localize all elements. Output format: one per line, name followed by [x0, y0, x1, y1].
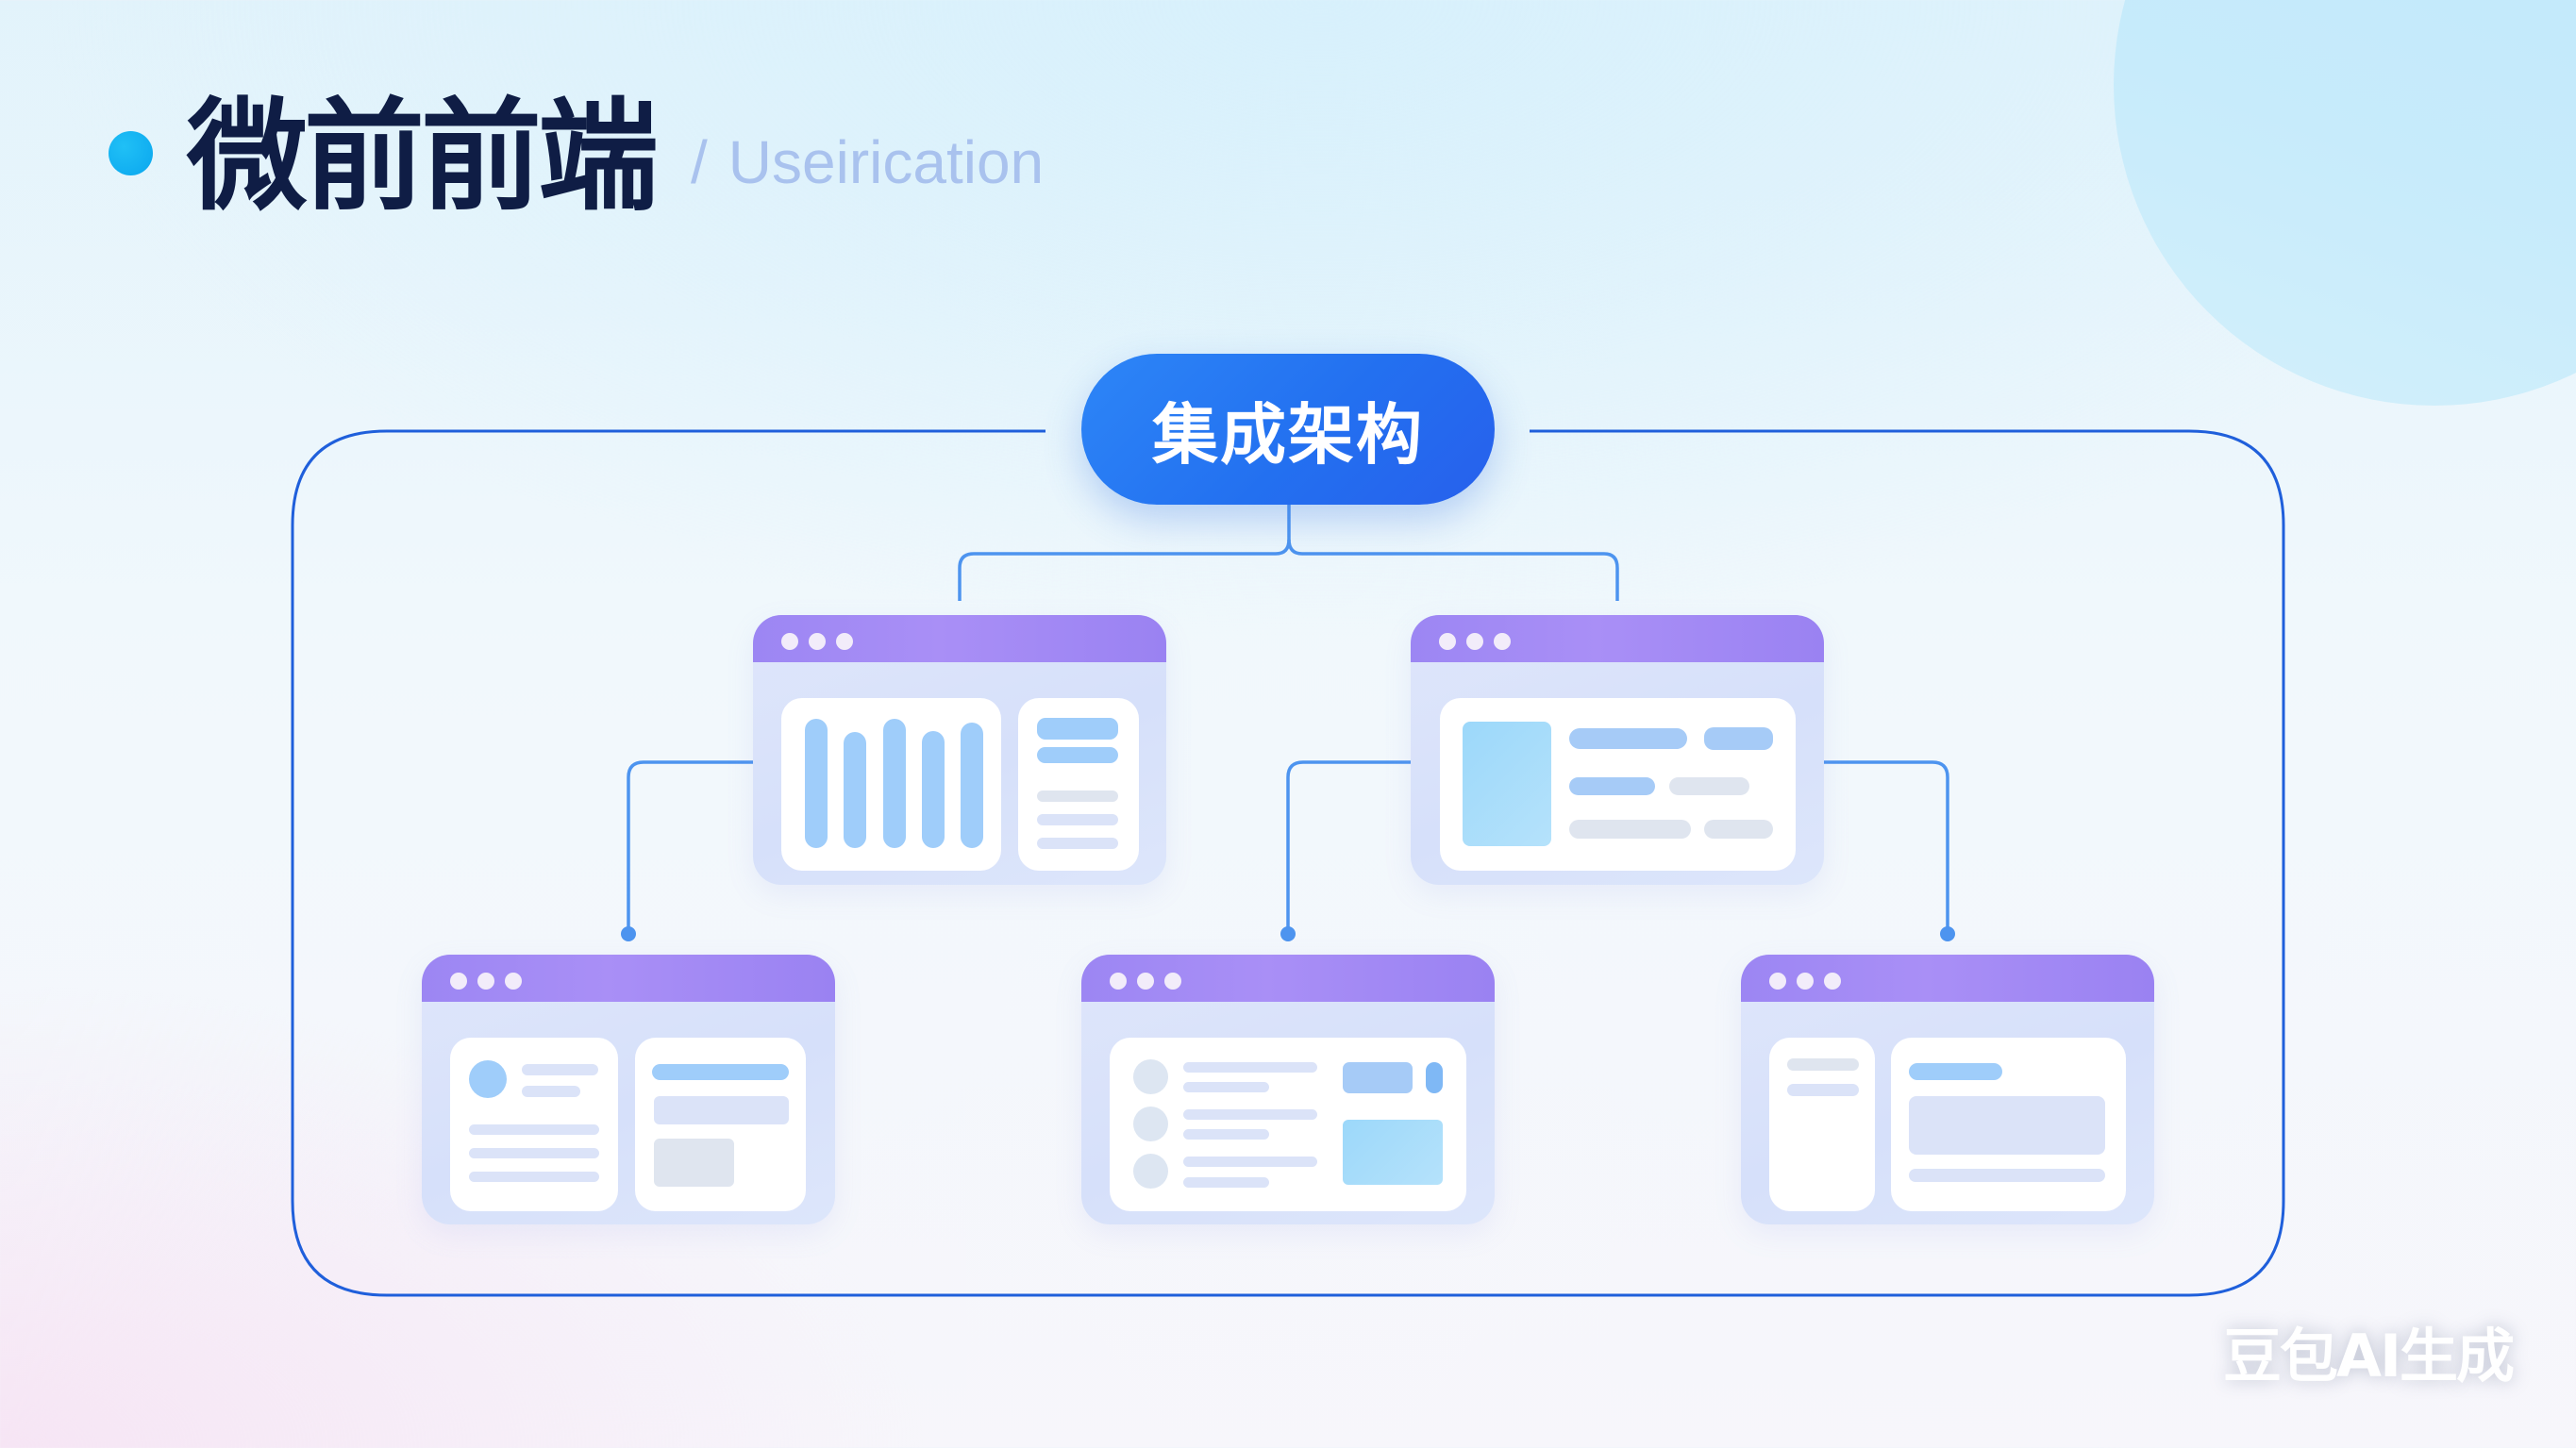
- branch-connector-right: [1823, 760, 1949, 929]
- window-controls-icon: [1439, 633, 1511, 650]
- action-chip: [1343, 1062, 1413, 1093]
- title-bullet-icon: [109, 131, 153, 175]
- avatar-icon: [469, 1060, 507, 1098]
- text-line: [1183, 1109, 1317, 1120]
- list-panel: [1018, 698, 1139, 871]
- outer-frame: [291, 429, 2285, 1297]
- connector-dot-center: [1280, 926, 1296, 941]
- ai-generated-watermark: 豆包AI生成: [2223, 1322, 2515, 1390]
- list-line: [1037, 791, 1118, 802]
- text-line: [522, 1086, 580, 1097]
- text-line: [522, 1064, 598, 1075]
- content-panel: [635, 1038, 806, 1211]
- chart-panel: [781, 698, 1001, 871]
- content-block: [654, 1096, 789, 1124]
- root-node-label: 集成架构: [1152, 395, 1424, 474]
- bar-chart-bar: [883, 719, 906, 848]
- text-line: [1183, 1177, 1269, 1188]
- bar-chart-bar: [805, 719, 828, 848]
- root-connector: [958, 505, 1619, 601]
- list-line: [1037, 814, 1118, 825]
- content-block: [1909, 1096, 2105, 1155]
- text-line: [1569, 728, 1687, 749]
- branch-connector-center: [1286, 760, 1413, 929]
- list-avatar-icon: [1133, 1154, 1168, 1189]
- list-avatar-icon: [1133, 1059, 1168, 1094]
- list-avatar-icon: [1133, 1107, 1168, 1141]
- subtitle-separator: /: [691, 128, 708, 196]
- text-line: [1569, 820, 1691, 839]
- micro-app-window-1[interactable]: [753, 615, 1166, 885]
- preview-image: [1343, 1120, 1443, 1185]
- window-controls-icon: [1769, 973, 1841, 990]
- bar-chart-bar: [922, 731, 945, 848]
- text-line: [469, 1148, 599, 1158]
- profile-panel: [450, 1038, 618, 1211]
- micro-app-window-4[interactable]: [1081, 955, 1495, 1224]
- branch-connector-left: [627, 760, 753, 929]
- root-node-integration-architecture[interactable]: 集成架构: [1081, 354, 1495, 505]
- content-heading-bar: [652, 1064, 789, 1080]
- micro-app-window-5[interactable]: [1741, 955, 2154, 1224]
- text-line: [1183, 1082, 1269, 1092]
- text-line: [1704, 820, 1773, 839]
- window-controls-icon: [450, 973, 522, 990]
- sidebar-item-line: [1787, 1058, 1859, 1071]
- text-line: [469, 1124, 599, 1135]
- sidebar-panel: [1769, 1038, 1875, 1211]
- image-placeholder: [654, 1139, 734, 1187]
- text-line: [1909, 1169, 2105, 1182]
- connector-dot-right: [1940, 926, 1955, 941]
- media-thumbnail: [1463, 722, 1551, 846]
- window-controls-icon: [781, 633, 853, 650]
- media-panel: [1440, 698, 1796, 871]
- main-content-panel: [1891, 1038, 2126, 1211]
- text-line: [1569, 777, 1655, 795]
- bar-chart-bar: [844, 732, 866, 848]
- list-line: [1037, 838, 1118, 849]
- text-line: [1669, 777, 1749, 795]
- text-line: [1183, 1062, 1317, 1073]
- text-line: [469, 1172, 599, 1182]
- tag-chip: [1704, 727, 1773, 750]
- subtitle-text: Useirication: [728, 128, 1045, 196]
- bar-chart-bar: [961, 723, 983, 848]
- window-controls-icon: [1110, 973, 1181, 990]
- text-line: [1183, 1157, 1317, 1167]
- connector-dot-left: [621, 926, 636, 941]
- page-title: 微前前端: [187, 87, 659, 227]
- micro-app-window-2[interactable]: [1411, 615, 1824, 885]
- sidebar-item-line: [1787, 1084, 1859, 1096]
- content-heading-bar: [1909, 1063, 2002, 1080]
- text-line: [1183, 1129, 1269, 1140]
- list-preview-panel: [1110, 1038, 1466, 1211]
- page-subtitle: / Useirication: [691, 121, 1044, 204]
- toggle-indicator: [1426, 1062, 1443, 1093]
- micro-app-window-3[interactable]: [422, 955, 835, 1224]
- list-heading-bar: [1037, 747, 1118, 763]
- list-heading-bar: [1037, 718, 1118, 740]
